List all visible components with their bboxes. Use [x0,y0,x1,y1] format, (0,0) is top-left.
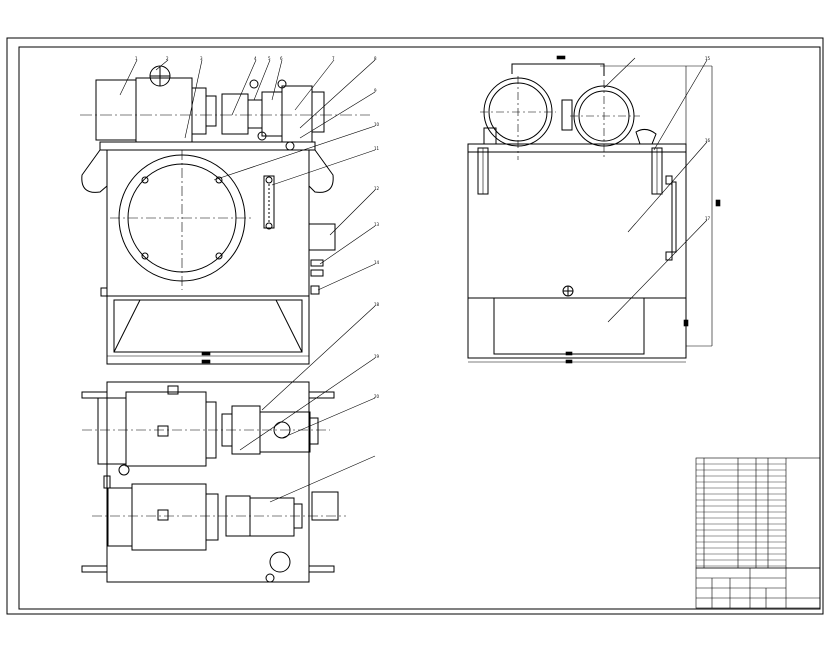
inner-border [18,46,821,610]
balloon-13: 13 [374,222,380,227]
pumps-side [480,63,657,160]
side-dimensions [468,55,721,364]
top-view: 18 19 20 [81,302,380,583]
front-dimensions [107,351,309,365]
top-leaders [239,305,376,503]
balloon-9: 9 [374,88,377,93]
top-balloon-labels: 18 19 20 [374,302,380,399]
front-view: 1 2 3 4 5 6 7 8 9 10 11 12 13 14 [80,56,380,365]
balloon-19: 19 [374,354,380,359]
side-balloon-labels: 15 16 17 [705,56,711,221]
balloon-1: 1 [135,56,138,61]
front-leaders [119,59,376,291]
balloon-8: 8 [374,56,377,61]
outer-border [6,37,824,615]
balloon-5: 5 [268,56,271,61]
balloon-6: 6 [280,56,283,61]
motor-top-2 [92,483,346,583]
balloon-15: 15 [705,56,711,61]
side-leaders [603,57,708,323]
balloon-3: 3 [200,56,203,61]
balloon-18: 18 [374,302,380,307]
balloon-14: 14 [374,260,380,265]
balloon-4: 4 [254,56,257,61]
balloon-11: 11 [374,146,380,151]
tank-cover-front [99,141,316,151]
balloon-17: 17 [705,216,711,221]
balloon-20: 20 [374,394,380,399]
tank-plan [106,381,310,583]
coupling-front [221,79,325,151]
balloon-10: 10 [374,122,380,127]
parts-list-rows [696,463,786,567]
balloon-2: 2 [166,56,169,61]
title-block [695,567,821,609]
motor-top-1 [82,391,330,467]
balloon-7: 7 [332,56,335,61]
tank-body-side [467,147,687,359]
tank-body-front [81,149,336,365]
parts-list [695,457,821,569]
side-view: 15 16 17 [467,55,721,364]
front-balloon-labels: 1 2 3 4 5 6 7 8 9 10 11 12 13 14 [135,56,380,265]
balloon-12: 12 [374,186,380,191]
balloon-16: 16 [705,138,711,143]
